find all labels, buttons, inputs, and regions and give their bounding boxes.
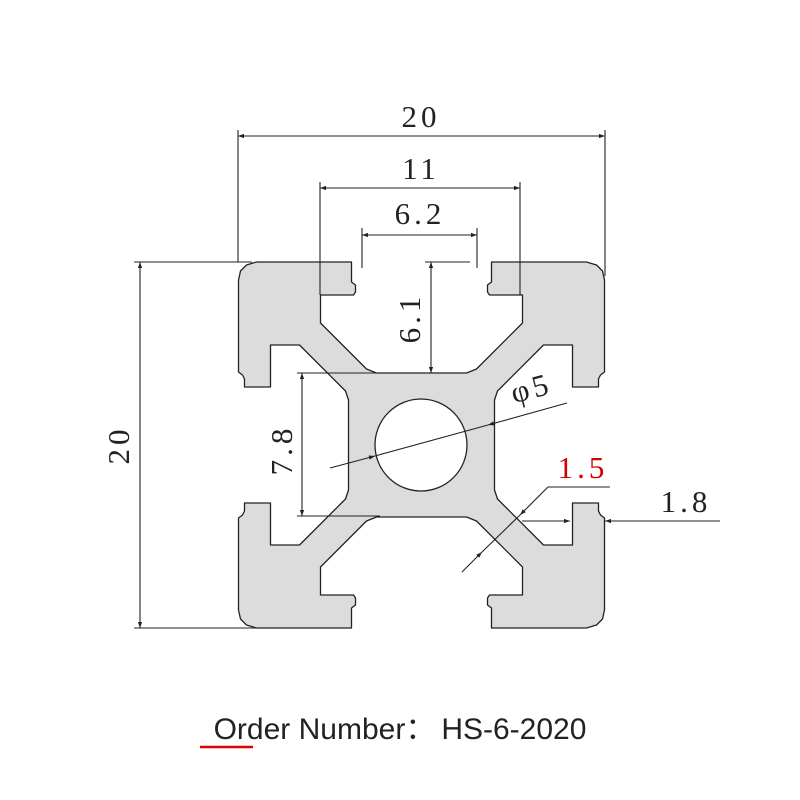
dim-wall-thickness: 1.5 bbox=[461, 450, 610, 573]
dim-label: 20 bbox=[101, 426, 136, 465]
order-number-label: Order Number： bbox=[214, 713, 436, 746]
center-bore bbox=[374, 398, 468, 492]
dim-label: 6.2 bbox=[395, 196, 446, 231]
dim-lip-thickness: 1.8 bbox=[522, 484, 720, 524]
dim-label: 6.1 bbox=[392, 293, 427, 344]
dim-label: 7.8 bbox=[264, 425, 299, 476]
dim-label: 11 bbox=[402, 151, 440, 186]
dim-overall-height: 20 bbox=[101, 261, 256, 629]
dim-slot-opening: 6.2 bbox=[361, 196, 478, 268]
dim-label-highlighted: 1.5 bbox=[558, 450, 609, 485]
dim-label: 1.8 bbox=[661, 484, 712, 519]
order-number-caption: Order Number：HS-6-2020 bbox=[214, 713, 587, 746]
order-number-value: HS-6-2020 bbox=[441, 713, 586, 746]
dim-overall-width: 20 bbox=[237, 99, 606, 276]
dim-slot-depth: 6.1 bbox=[392, 261, 470, 373]
dim-label: 20 bbox=[402, 99, 441, 134]
dim-core-height: 7.8 bbox=[264, 372, 390, 517]
dim-slot-outer-width: 11 bbox=[319, 151, 521, 295]
